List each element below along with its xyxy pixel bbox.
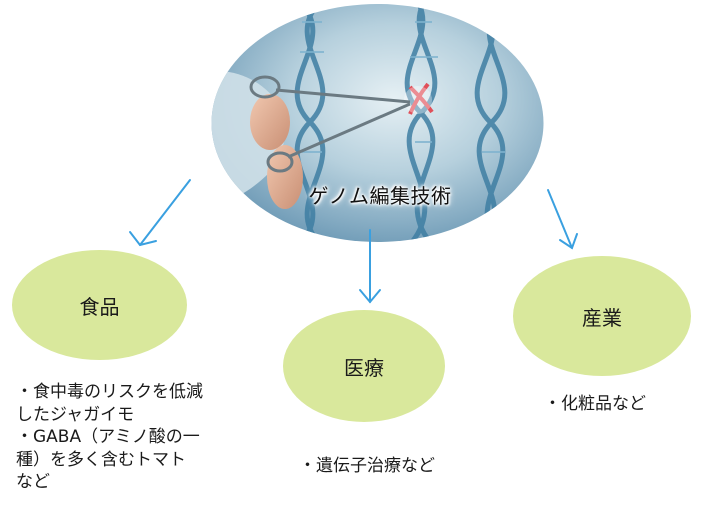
dna-scissors-image [211,4,544,242]
food-desc-line: 種）を多く含むトマト [16,449,186,470]
node-industry: 産業 [513,256,691,376]
medical-description: ・遺伝子治療など [299,455,435,478]
food-desc-line: ・GABA（アミノ酸の一 [16,427,200,447]
arrow-to-food [139,179,191,246]
node-food: 食品 [12,250,187,360]
node-industry-label: 産業 [582,305,622,330]
food-desc-line: ・食中毒のリスクを低減 [16,382,203,402]
arrow-to-industry [547,189,573,249]
node-medical-label: 医療 [344,355,384,380]
arrowhead-industry [559,233,578,250]
node-medical: 医療 [283,310,445,422]
industry-desc-line: ・化粧品など [544,394,646,414]
node-food-label: 食品 [79,294,120,319]
industry-description: ・化粧品など [544,393,646,416]
arrowhead-medical [359,289,381,304]
food-description: ・食中毒のリスクを低減 したジャガイモ ・GABA（アミノ酸の一 種）を多く含む… [16,381,203,494]
genome-editing-image [210,2,545,244]
food-desc-line: したジャガイモ [16,404,135,425]
food-desc-line: など [16,472,50,492]
medical-desc-line: ・遺伝子治療など [299,456,435,476]
hub-title: ゲノム編集技術 [308,184,452,208]
arrowhead-food [129,231,157,247]
